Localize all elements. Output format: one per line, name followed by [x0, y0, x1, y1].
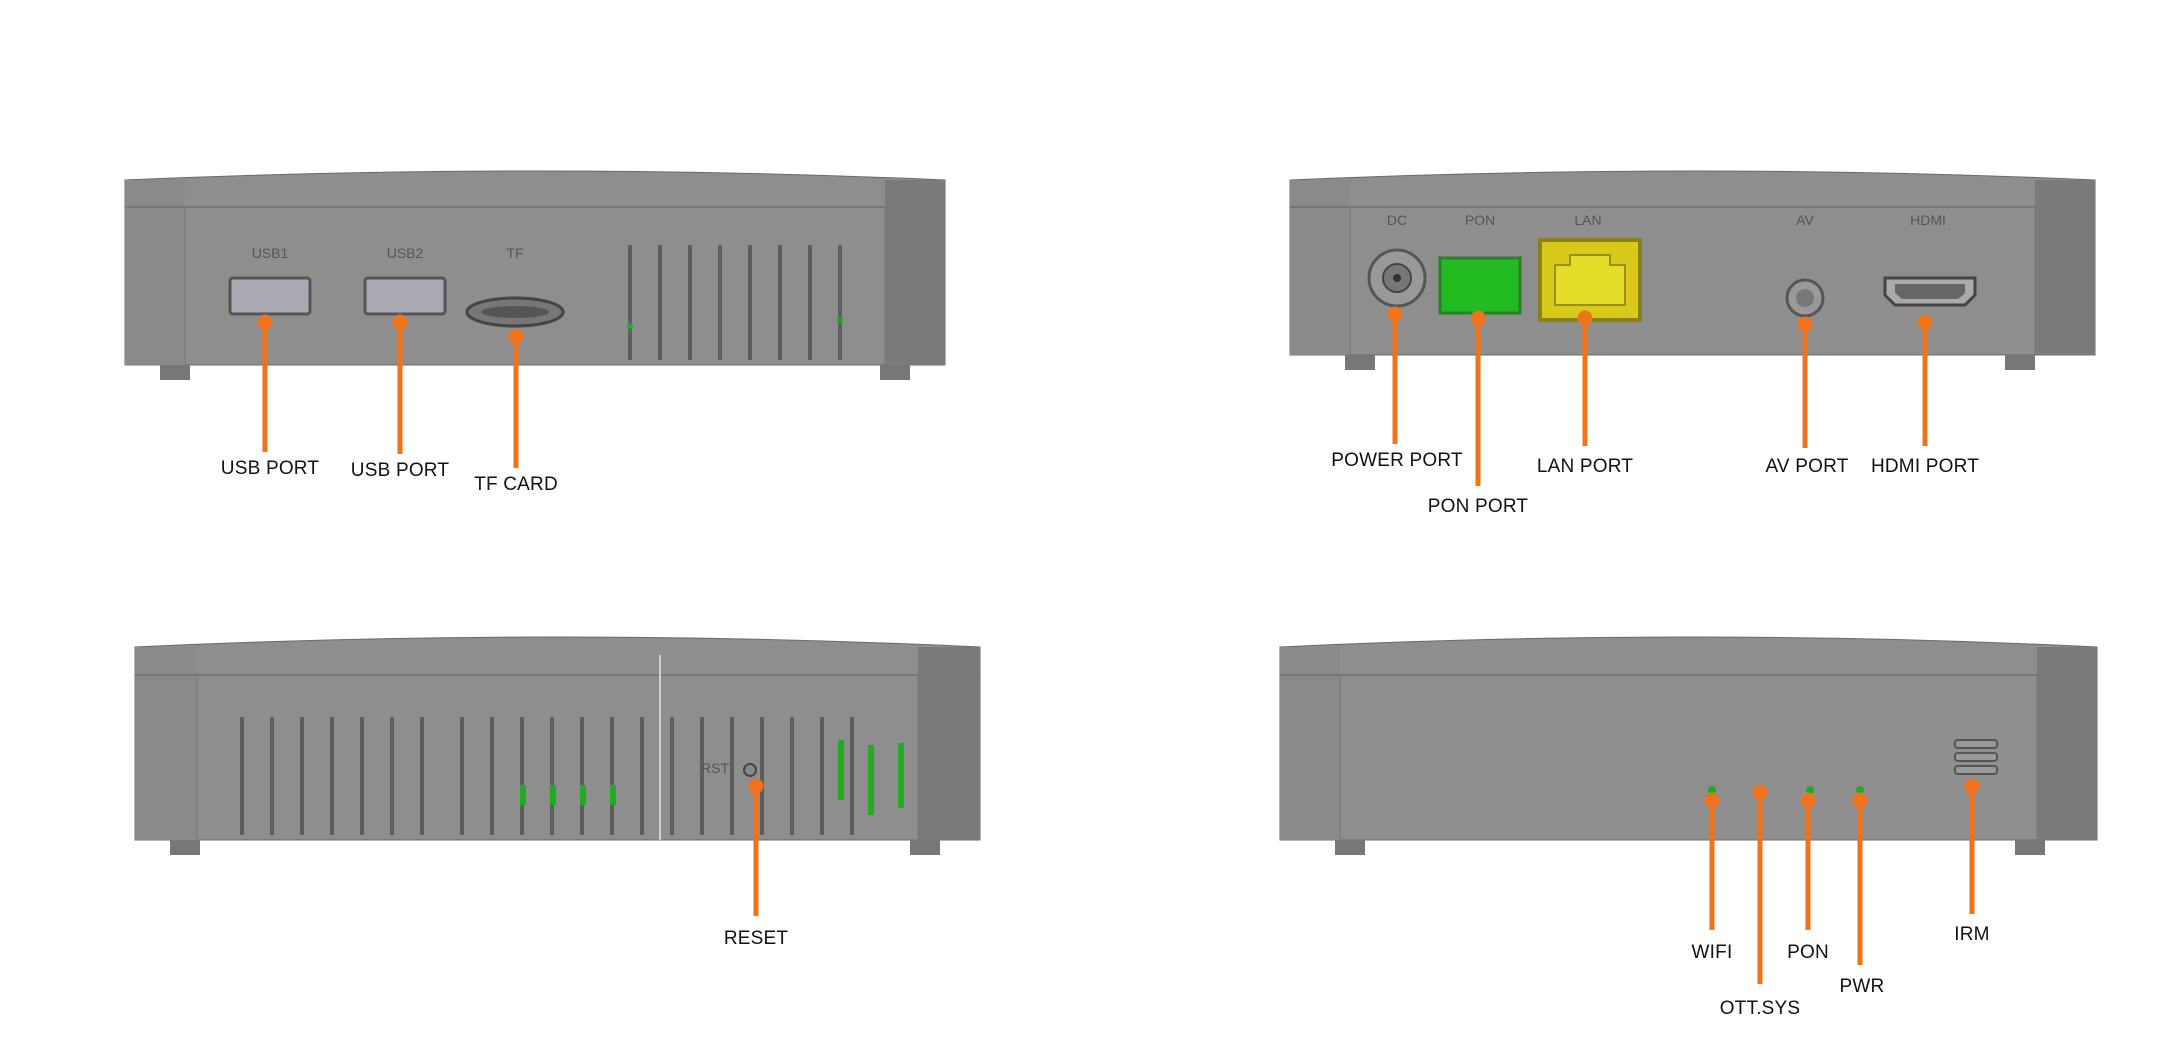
- label-usb-port-2: USB PORT: [350, 460, 450, 481]
- callout-leader: [1802, 324, 1808, 448]
- label-tf-card: TF CARD: [474, 474, 558, 495]
- label-irm: IRM: [1954, 924, 1990, 945]
- callout-leader: [513, 336, 519, 468]
- device-body-usb-side: [124, 170, 946, 380]
- port-label-pon: PON: [1464, 212, 1496, 228]
- port-label-rst: RST: [701, 760, 729, 776]
- device-view-usb-side: USB1 USB2 TF: [120, 170, 950, 380]
- port-label-hdmi: HDMI: [1910, 212, 1946, 228]
- port-label-tf: TF: [506, 245, 524, 261]
- port-label-usb2: USB2: [386, 245, 424, 261]
- device-body-led-front: [1279, 636, 2098, 855]
- port-label-lan: LAN: [1574, 212, 1602, 228]
- callout-leader: [1922, 322, 1928, 446]
- device-view-back: DC PON LAN AV HDMI: [1285, 170, 2115, 370]
- port-label-dc: DC: [1386, 212, 1408, 228]
- callout-leader: [1582, 318, 1588, 446]
- label-power-port: POWER PORT: [1331, 450, 1463, 471]
- device-view-reset-side: RST: [130, 635, 981, 855]
- callout-leader: [397, 322, 403, 454]
- port-label-av: AV: [1796, 212, 1814, 228]
- label-wifi-led: WIFI: [1691, 942, 1733, 963]
- callout-leader: [262, 322, 268, 452]
- callout-leader: [1969, 786, 1975, 914]
- label-pon-led: PON: [1787, 942, 1829, 963]
- callout-leader: [1805, 800, 1811, 930]
- label-hdmi-port: HDMI PORT: [1870, 456, 1980, 477]
- label-pon-port: PON PORT: [1427, 496, 1529, 517]
- label-usb-port-1: USB PORT: [220, 458, 320, 479]
- callout-leader: [1475, 318, 1481, 486]
- label-av-port: AV PORT: [1765, 456, 1849, 477]
- callout-leader: [1392, 314, 1398, 444]
- callout-leader: [753, 786, 759, 916]
- label-pwr-led: PWR: [1839, 976, 1885, 997]
- port-label-usb1: USB1: [251, 245, 289, 261]
- label-reset: RESET: [723, 928, 789, 949]
- callout-leader: [1757, 792, 1763, 984]
- device-body-back: [1289, 170, 2096, 370]
- label-ott-sys-led: OTT.SYS: [1719, 998, 1801, 1019]
- device-body-reset-side: [134, 636, 981, 855]
- callout-leader: [1709, 800, 1715, 930]
- label-lan-port: LAN PORT: [1536, 456, 1634, 477]
- callout-leader: [1857, 800, 1863, 965]
- device-view-led-front: [1275, 635, 2105, 855]
